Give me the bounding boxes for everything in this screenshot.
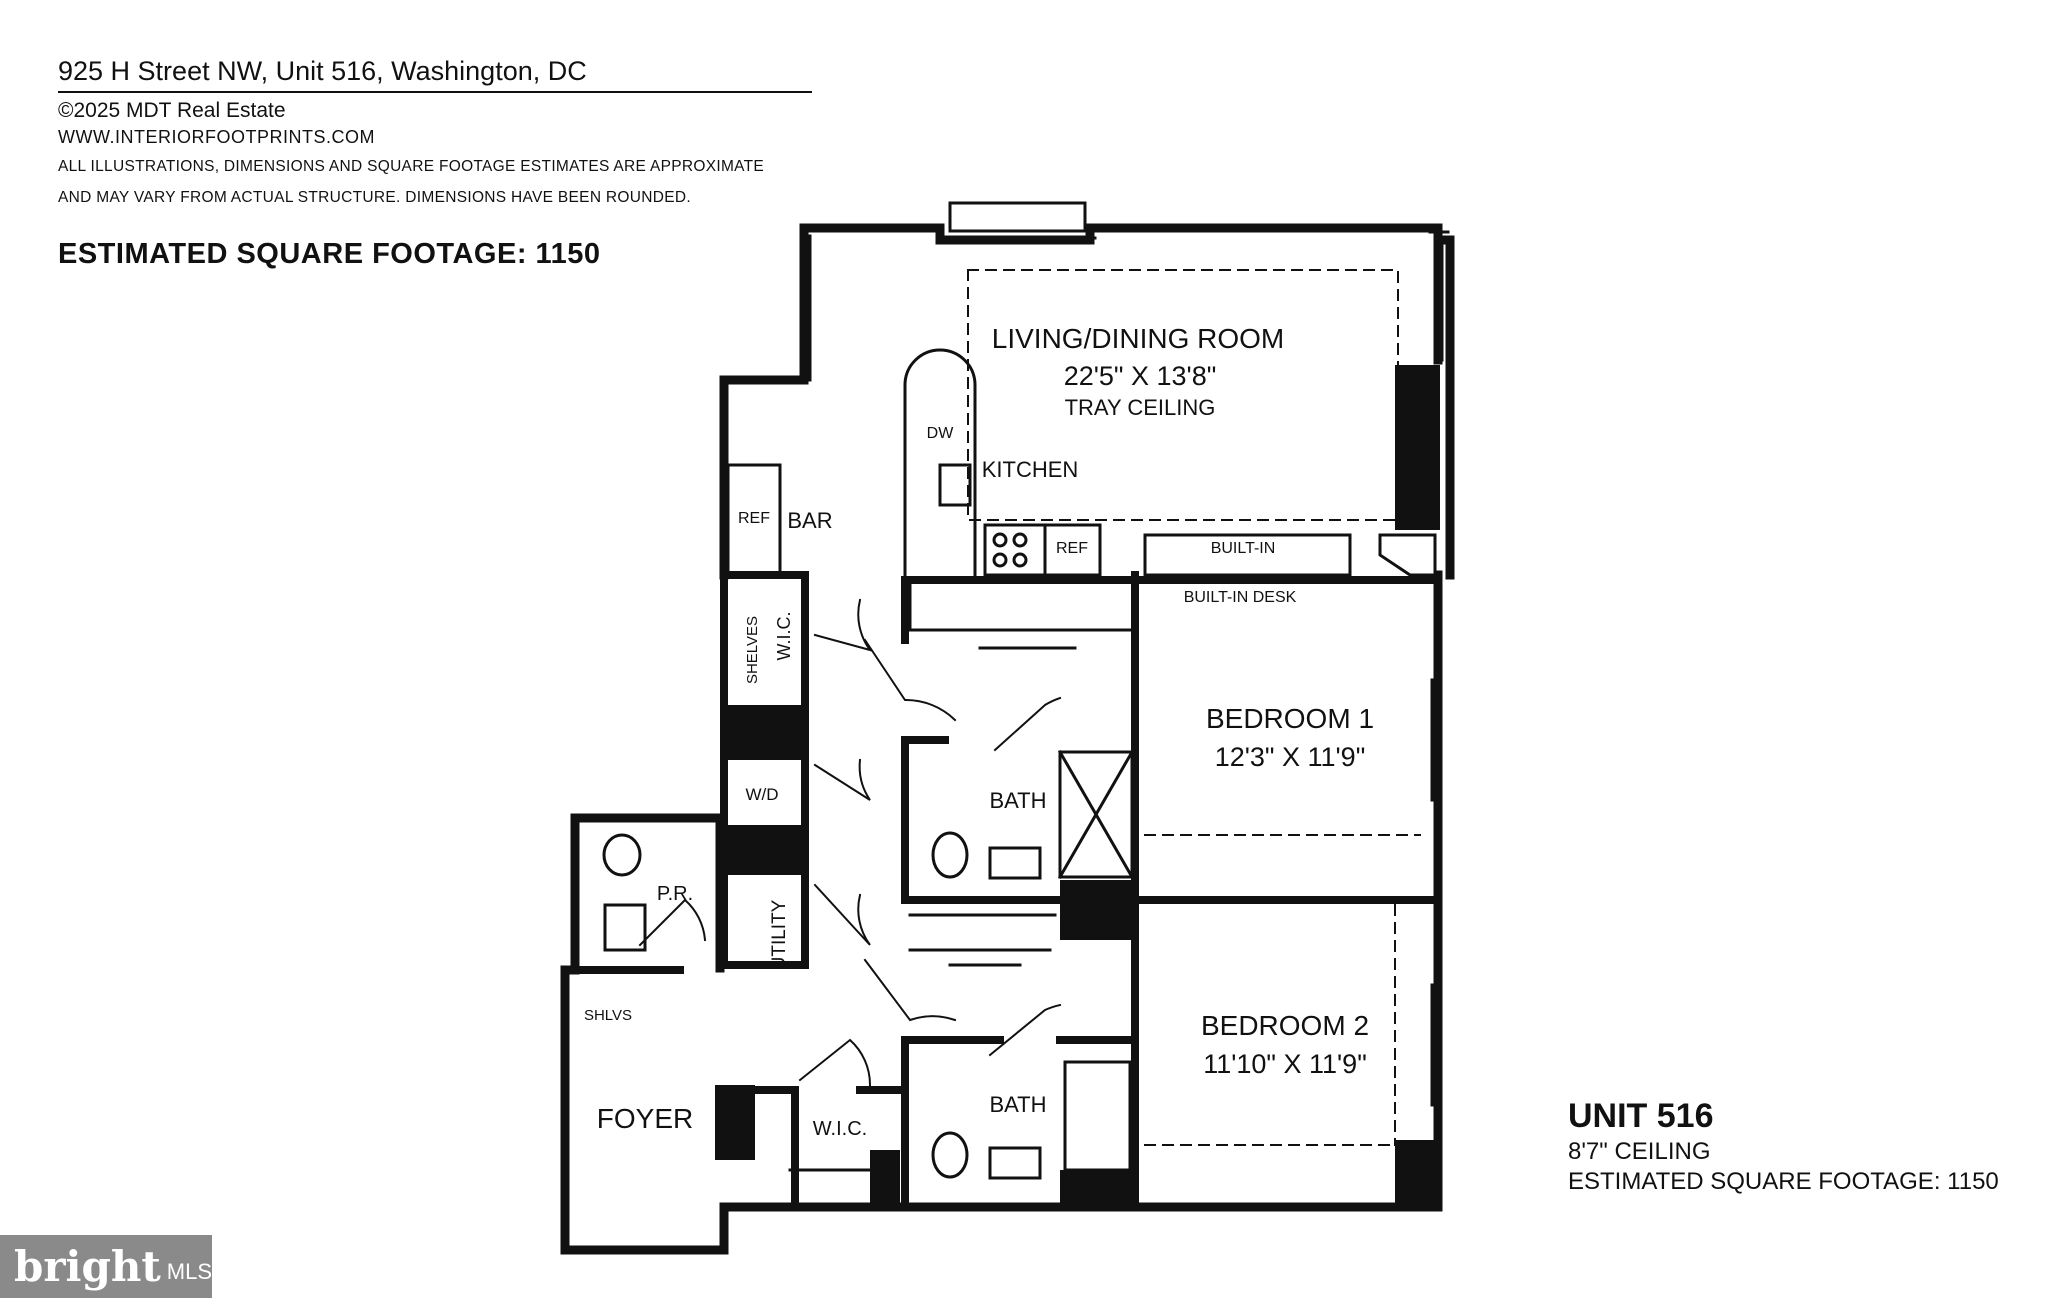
washer-dryer-label: W/D [745, 785, 778, 804]
kitchen-ref-label: REF [1056, 540, 1088, 557]
bright-mls-logo: bright MLS [0, 1235, 212, 1298]
room-labels: LIVING/DINING ROOM 22'5" X 13'8" TRAY CE… [584, 323, 1374, 1140]
shlvs-label: SHLVS [584, 1007, 632, 1024]
built-in-label: BUILT-IN [1211, 540, 1276, 557]
unit-ceiling: 8'7" CEILING [1568, 1138, 1711, 1165]
logo-main-text: bright [14, 1242, 161, 1291]
bath-2-label: BATH [989, 1092, 1046, 1117]
bedroom-1-name: BEDROOM 1 [1206, 703, 1374, 734]
bedroom-2-name: BEDROOM 2 [1201, 1010, 1369, 1041]
kitchen-label: KITCHEN [982, 457, 1079, 482]
foyer-label: FOYER [597, 1103, 693, 1134]
bath-fixtures [602, 749, 1135, 1180]
unit-square-footage: ESTIMATED SQUARE FOOTAGE: 1150 [1568, 1168, 1999, 1195]
wic-top-label: W.I.C. [774, 612, 794, 661]
bedroom-2-dims: 11'10" X 11'9" [1203, 1049, 1367, 1079]
bedroom-1-dims: 12'3" X 11'9" [1215, 742, 1366, 772]
property-address: 925 H Street NW, Unit 516, Washington, D… [58, 56, 587, 86]
utility-label: UTILITY [769, 899, 790, 970]
bath-1-label: BATH [989, 788, 1046, 813]
closet-doors [788, 583, 1137, 1172]
bar-ref-label: REF [738, 510, 770, 527]
shelves-label: SHELVES [744, 616, 761, 684]
columns [715, 365, 1440, 1207]
bar-counter [726, 463, 782, 577]
wic-bottom-label: W.I.C. [813, 1118, 867, 1140]
square-footage-heading: ESTIMATED SQUARE FOOTAGE: 1150 [58, 238, 601, 270]
built-in-desk-label: BUILT-IN DESK [1184, 589, 1297, 606]
bar-label: BAR [787, 508, 832, 533]
kitchen-island [903, 348, 1437, 577]
disclaimer-line-1: ALL ILLUSTRATIONS, DIMENSIONS AND SQUARE… [58, 158, 765, 175]
living-room-note: TRAY CEILING [1065, 395, 1216, 420]
unit-title: UNIT 516 [1568, 1097, 1714, 1135]
living-room-dims: 22'5" X 13'8" [1064, 361, 1217, 391]
powder-room-label: P.R. [657, 883, 693, 905]
unit-summary: UNIT 516 8'7" CEILING ESTIMATED SQUARE F… [1568, 1097, 1999, 1196]
header-divider [58, 91, 812, 93]
windows [808, 201, 1450, 1107]
door-swings [638, 598, 1062, 1087]
website-link[interactable]: WWW.INTERIORFOOTPRINTS.COM [58, 127, 375, 147]
copyright-text: ©2025 MDT Real Estate [58, 99, 286, 122]
disclaimer-line-2: AND MAY VARY FROM ACTUAL STRUCTURE. DIME… [58, 189, 691, 206]
tray-ceiling-outline [967, 269, 1421, 1208]
living-room-name: LIVING/DINING ROOM [992, 323, 1284, 354]
logo-suffix-text: MLS [166, 1258, 213, 1284]
dishwasher-label: DW [927, 425, 955, 442]
